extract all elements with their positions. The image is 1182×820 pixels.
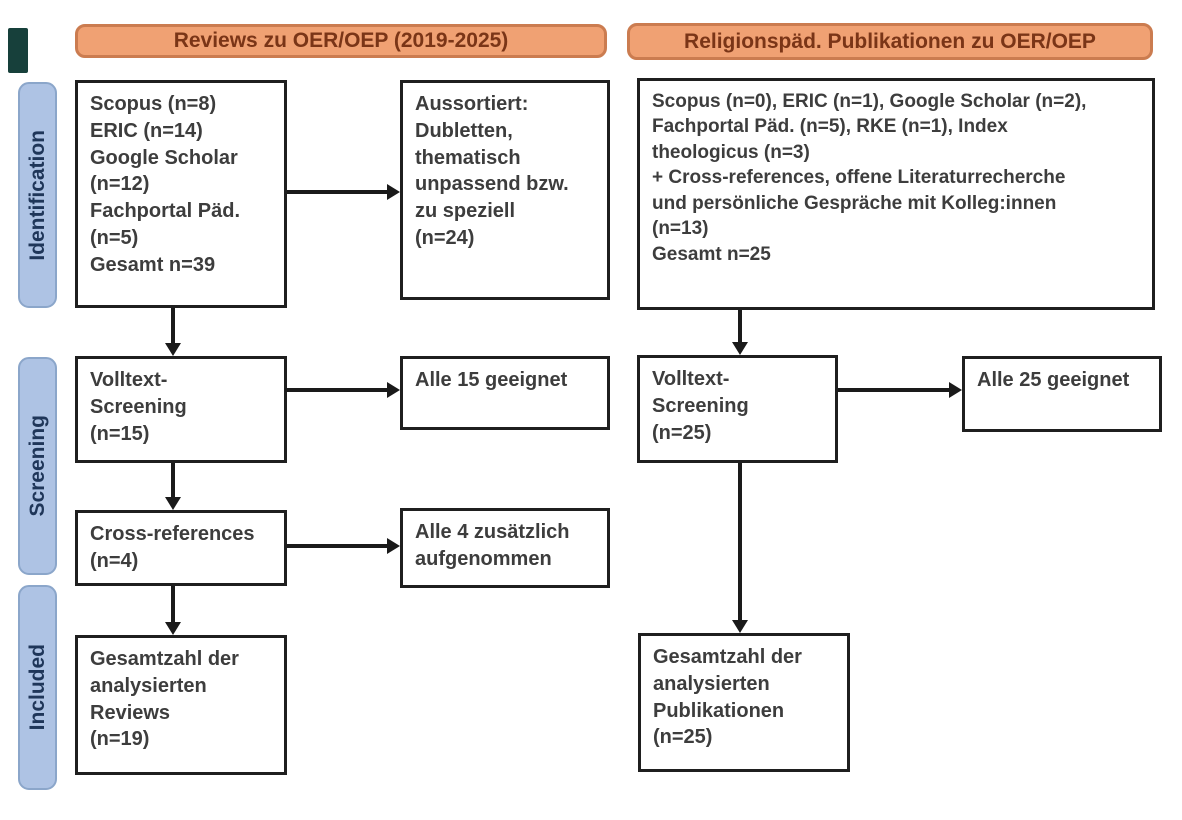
- arrow-head-icon: [165, 622, 181, 635]
- arrow-line: [171, 308, 175, 345]
- arrow-line: [738, 463, 742, 621]
- arrow-line: [838, 388, 950, 392]
- arrow-line: [171, 586, 175, 623]
- stage-label-screening: Screening: [25, 415, 49, 517]
- stage-label-identification: Identification: [25, 129, 49, 261]
- right-fulltext-result-box: Alle 25 geeignet: [962, 356, 1162, 432]
- left-fulltext-screening-box: Volltext- Screening (n=15): [75, 356, 287, 463]
- arrow-line: [171, 463, 175, 499]
- stage-bar-identification: Identification: [18, 82, 57, 308]
- arrow-head-icon: [949, 382, 962, 398]
- left-identification-box: Scopus (n=8) ERIC (n=14) Google Scholar …: [75, 80, 287, 308]
- left-excluded-box: Aussortiert: Dubletten, thematisch unpas…: [400, 80, 610, 300]
- stage-bar-included: Included: [18, 585, 57, 790]
- arrow-head-icon: [165, 343, 181, 356]
- left-fulltext-result-box: Alle 15 geeignet: [400, 356, 610, 430]
- arrow-line: [285, 388, 388, 392]
- stage-label-included: Included: [25, 644, 49, 731]
- column-header-reviews: Reviews zu OER/OEP (2019-2025): [75, 24, 607, 58]
- left-included-box: Gesamtzahl der analysierten Reviews (n=1…: [75, 635, 287, 775]
- arrow-line: [287, 544, 388, 548]
- arrow-head-icon: [387, 382, 400, 398]
- dark-corner-mark: [8, 28, 28, 73]
- right-fulltext-screening-box: Volltext- Screening (n=25): [637, 355, 838, 463]
- left-crossref-result-box: Alle 4 zusätzlich aufgenommen: [400, 508, 610, 588]
- column-header-religionspaed-label: Religionspäd. Publikationen zu OER/OEP: [684, 29, 1096, 53]
- right-included-box: Gesamtzahl der analysierten Publikatione…: [638, 633, 850, 772]
- arrow-head-icon: [732, 342, 748, 355]
- arrow-head-icon: [732, 620, 748, 633]
- stage-bar-screening: Screening: [18, 357, 57, 575]
- arrow-line: [738, 310, 742, 343]
- arrow-line: [287, 190, 388, 194]
- left-crossref-box: Cross-references (n=4): [75, 510, 287, 586]
- column-header-religionspaed: Religionspäd. Publikationen zu OER/OEP: [627, 23, 1153, 60]
- arrow-head-icon: [387, 184, 400, 200]
- arrow-head-icon: [387, 538, 400, 554]
- column-header-reviews-label: Reviews zu OER/OEP (2019-2025): [173, 29, 509, 52]
- arrow-head-icon: [165, 497, 181, 510]
- right-identification-box: Scopus (n=0), ERIC (n=1), Google Scholar…: [637, 78, 1155, 310]
